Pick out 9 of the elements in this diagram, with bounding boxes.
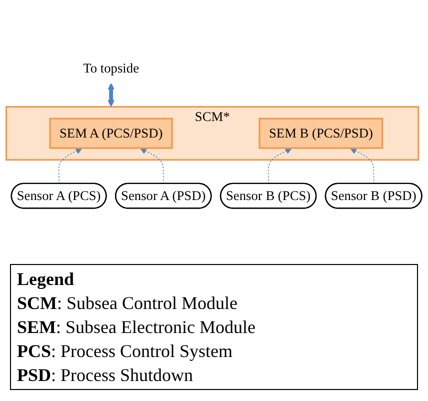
arrow — [108, 82, 115, 107]
legend-entry: PSD: Process Shutdown — [17, 364, 194, 387]
legend-entry: PCS: Process Control System — [17, 340, 234, 363]
node-text: To topside — [83, 60, 139, 76]
node-box: SEM A (PCS/PSD) — [49, 118, 173, 149]
legend-title: Legend — [17, 268, 76, 291]
node-box: SEM B (PCS/PSD) — [258, 118, 384, 149]
legend-entry: SCM: Subsea Control Module — [17, 292, 238, 315]
legend-entry: SEM: Subsea Electronic Module — [17, 316, 256, 339]
